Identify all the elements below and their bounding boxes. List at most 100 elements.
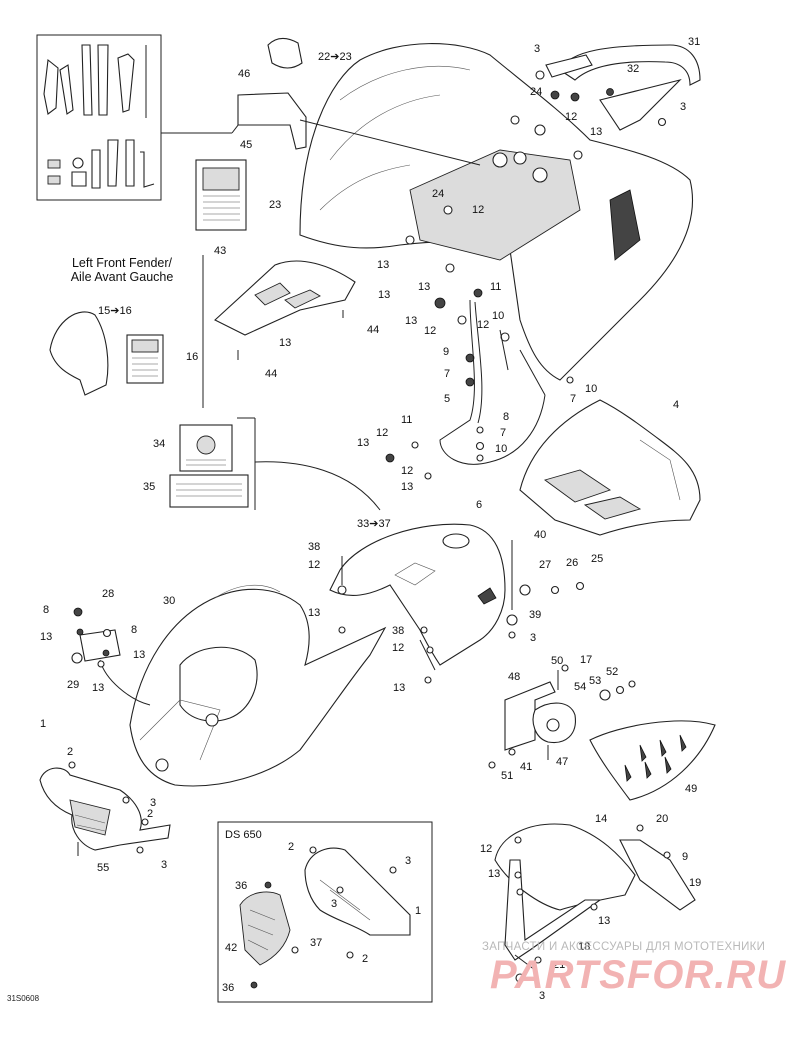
bracket-28 <box>79 629 121 662</box>
callout-16: 16 <box>186 351 198 363</box>
callout-13: 13 <box>401 481 413 493</box>
grab-handle-18 <box>504 859 602 961</box>
callout-39: 39 <box>529 609 541 621</box>
callout-3: 3 <box>405 855 411 867</box>
callout-13: 13 <box>378 289 390 301</box>
callout-42: 42 <box>225 942 237 954</box>
front-hood-30 <box>129 588 387 787</box>
callouts: 46 45 22➔23 23 43 13 13 44 44 15➔16 16 3… <box>40 36 701 1002</box>
callout-35: 35 <box>143 481 155 493</box>
callout-13: 13 <box>279 337 291 349</box>
callout-9: 9 <box>682 851 688 863</box>
callout-24: 24 <box>530 86 542 98</box>
callout-3: 3 <box>530 632 536 644</box>
callout-10: 10 <box>585 383 597 395</box>
callout-13: 13 <box>357 437 369 449</box>
tool-kit-box <box>36 34 162 201</box>
callout-9: 9 <box>443 346 449 358</box>
callout-11: 11 <box>401 414 412 426</box>
left-front-fender <box>49 311 109 396</box>
callout-45: 45 <box>240 139 252 151</box>
callout-40: 40 <box>534 529 546 541</box>
tank-cover <box>329 523 506 666</box>
callout-12: 12 <box>565 111 577 123</box>
callout-25: 25 <box>591 553 603 565</box>
callout-3: 3 <box>331 898 337 910</box>
callout-23: 23 <box>269 199 281 211</box>
callout-11: 11 <box>490 281 501 293</box>
callout-27: 27 <box>539 559 551 571</box>
tool-kit-illustration <box>43 44 155 189</box>
callout-54: 54 <box>574 681 586 693</box>
callout-8: 8 <box>131 624 137 636</box>
callout-29: 29 <box>67 679 79 691</box>
callout-21: 21 <box>553 959 565 971</box>
callout-13: 13 <box>488 868 500 880</box>
callout-53: 53 <box>589 675 601 687</box>
callout-13: 13 <box>308 607 320 619</box>
callout-13: 13 <box>133 649 145 661</box>
footwell-4 <box>519 399 701 536</box>
callout-5: 5 <box>444 393 450 405</box>
callout-4: 4 <box>673 399 679 411</box>
callout-12: 12 <box>477 319 489 331</box>
callout-26: 26 <box>566 557 578 569</box>
callout-52: 52 <box>606 666 618 678</box>
watermark-logo: PARTSFOR.RU <box>490 953 787 997</box>
ds650-box <box>217 821 433 1003</box>
callout-12: 12 <box>392 642 404 654</box>
callout-46: 46 <box>238 68 250 80</box>
skid-plate-49 <box>589 720 716 801</box>
callout-13: 13 <box>40 631 52 643</box>
callout-41: 41 <box>520 761 532 773</box>
callout-13: 13 <box>405 315 417 327</box>
callout-13: 13 <box>598 915 610 927</box>
callout-20: 20 <box>656 813 668 825</box>
callout-30: 30 <box>163 595 175 607</box>
callout-19: 19 <box>689 877 701 889</box>
callout-51: 51 <box>501 770 513 782</box>
left-fender-title: Left Front Fender/ <box>71 256 173 270</box>
callout-12: 12 <box>424 325 436 337</box>
ds650-bumper <box>304 847 411 936</box>
callout-1: 1 <box>40 718 46 730</box>
callout-33-37: 33➔37 <box>357 518 391 530</box>
callout-36: 36 <box>235 880 247 892</box>
callout-10: 10 <box>492 310 504 322</box>
callout-13: 13 <box>393 682 405 694</box>
callout-48: 48 <box>508 671 520 683</box>
callout-12: 12 <box>480 843 492 855</box>
callout-2: 2 <box>147 808 153 820</box>
callout-12: 12 <box>401 465 413 477</box>
bracket-48 <box>504 681 556 751</box>
callout-28: 28 <box>102 588 114 600</box>
callout-36: 36 <box>222 982 234 994</box>
callout-8: 8 <box>503 411 509 423</box>
callout-3: 3 <box>680 101 686 113</box>
callout-38: 38 <box>392 625 404 637</box>
callout-44: 44 <box>265 368 277 380</box>
callout-24: 24 <box>432 188 444 200</box>
hardware <box>385 70 667 480</box>
callout-31: 31 <box>688 36 700 48</box>
mudflap-19 <box>619 839 696 911</box>
grab-bar-31 <box>559 44 701 86</box>
callout-6: 6 <box>476 499 482 511</box>
callout-7: 7 <box>444 368 450 380</box>
watermark-text: ЗАПЧАСТИ И АКСЕССУАРЫ ДЛЯ МОТОТЕХНИКИ <box>482 941 766 953</box>
front-fender-14 <box>494 823 636 911</box>
callout-13: 13 <box>590 126 602 138</box>
callout-10: 10 <box>495 443 507 455</box>
callout-13: 13 <box>377 259 389 271</box>
callout-3: 3 <box>161 859 167 871</box>
callout-7: 7 <box>570 393 576 405</box>
callout-3: 3 <box>534 43 540 55</box>
callout-22-23: 22➔23 <box>318 51 352 63</box>
callout-13: 13 <box>418 281 430 293</box>
callout-2: 2 <box>288 841 294 853</box>
callout-12: 12 <box>308 559 320 571</box>
callout-32: 32 <box>627 63 639 75</box>
callout-47: 47 <box>556 756 568 768</box>
callout-ds650: DS 650 <box>225 829 262 841</box>
